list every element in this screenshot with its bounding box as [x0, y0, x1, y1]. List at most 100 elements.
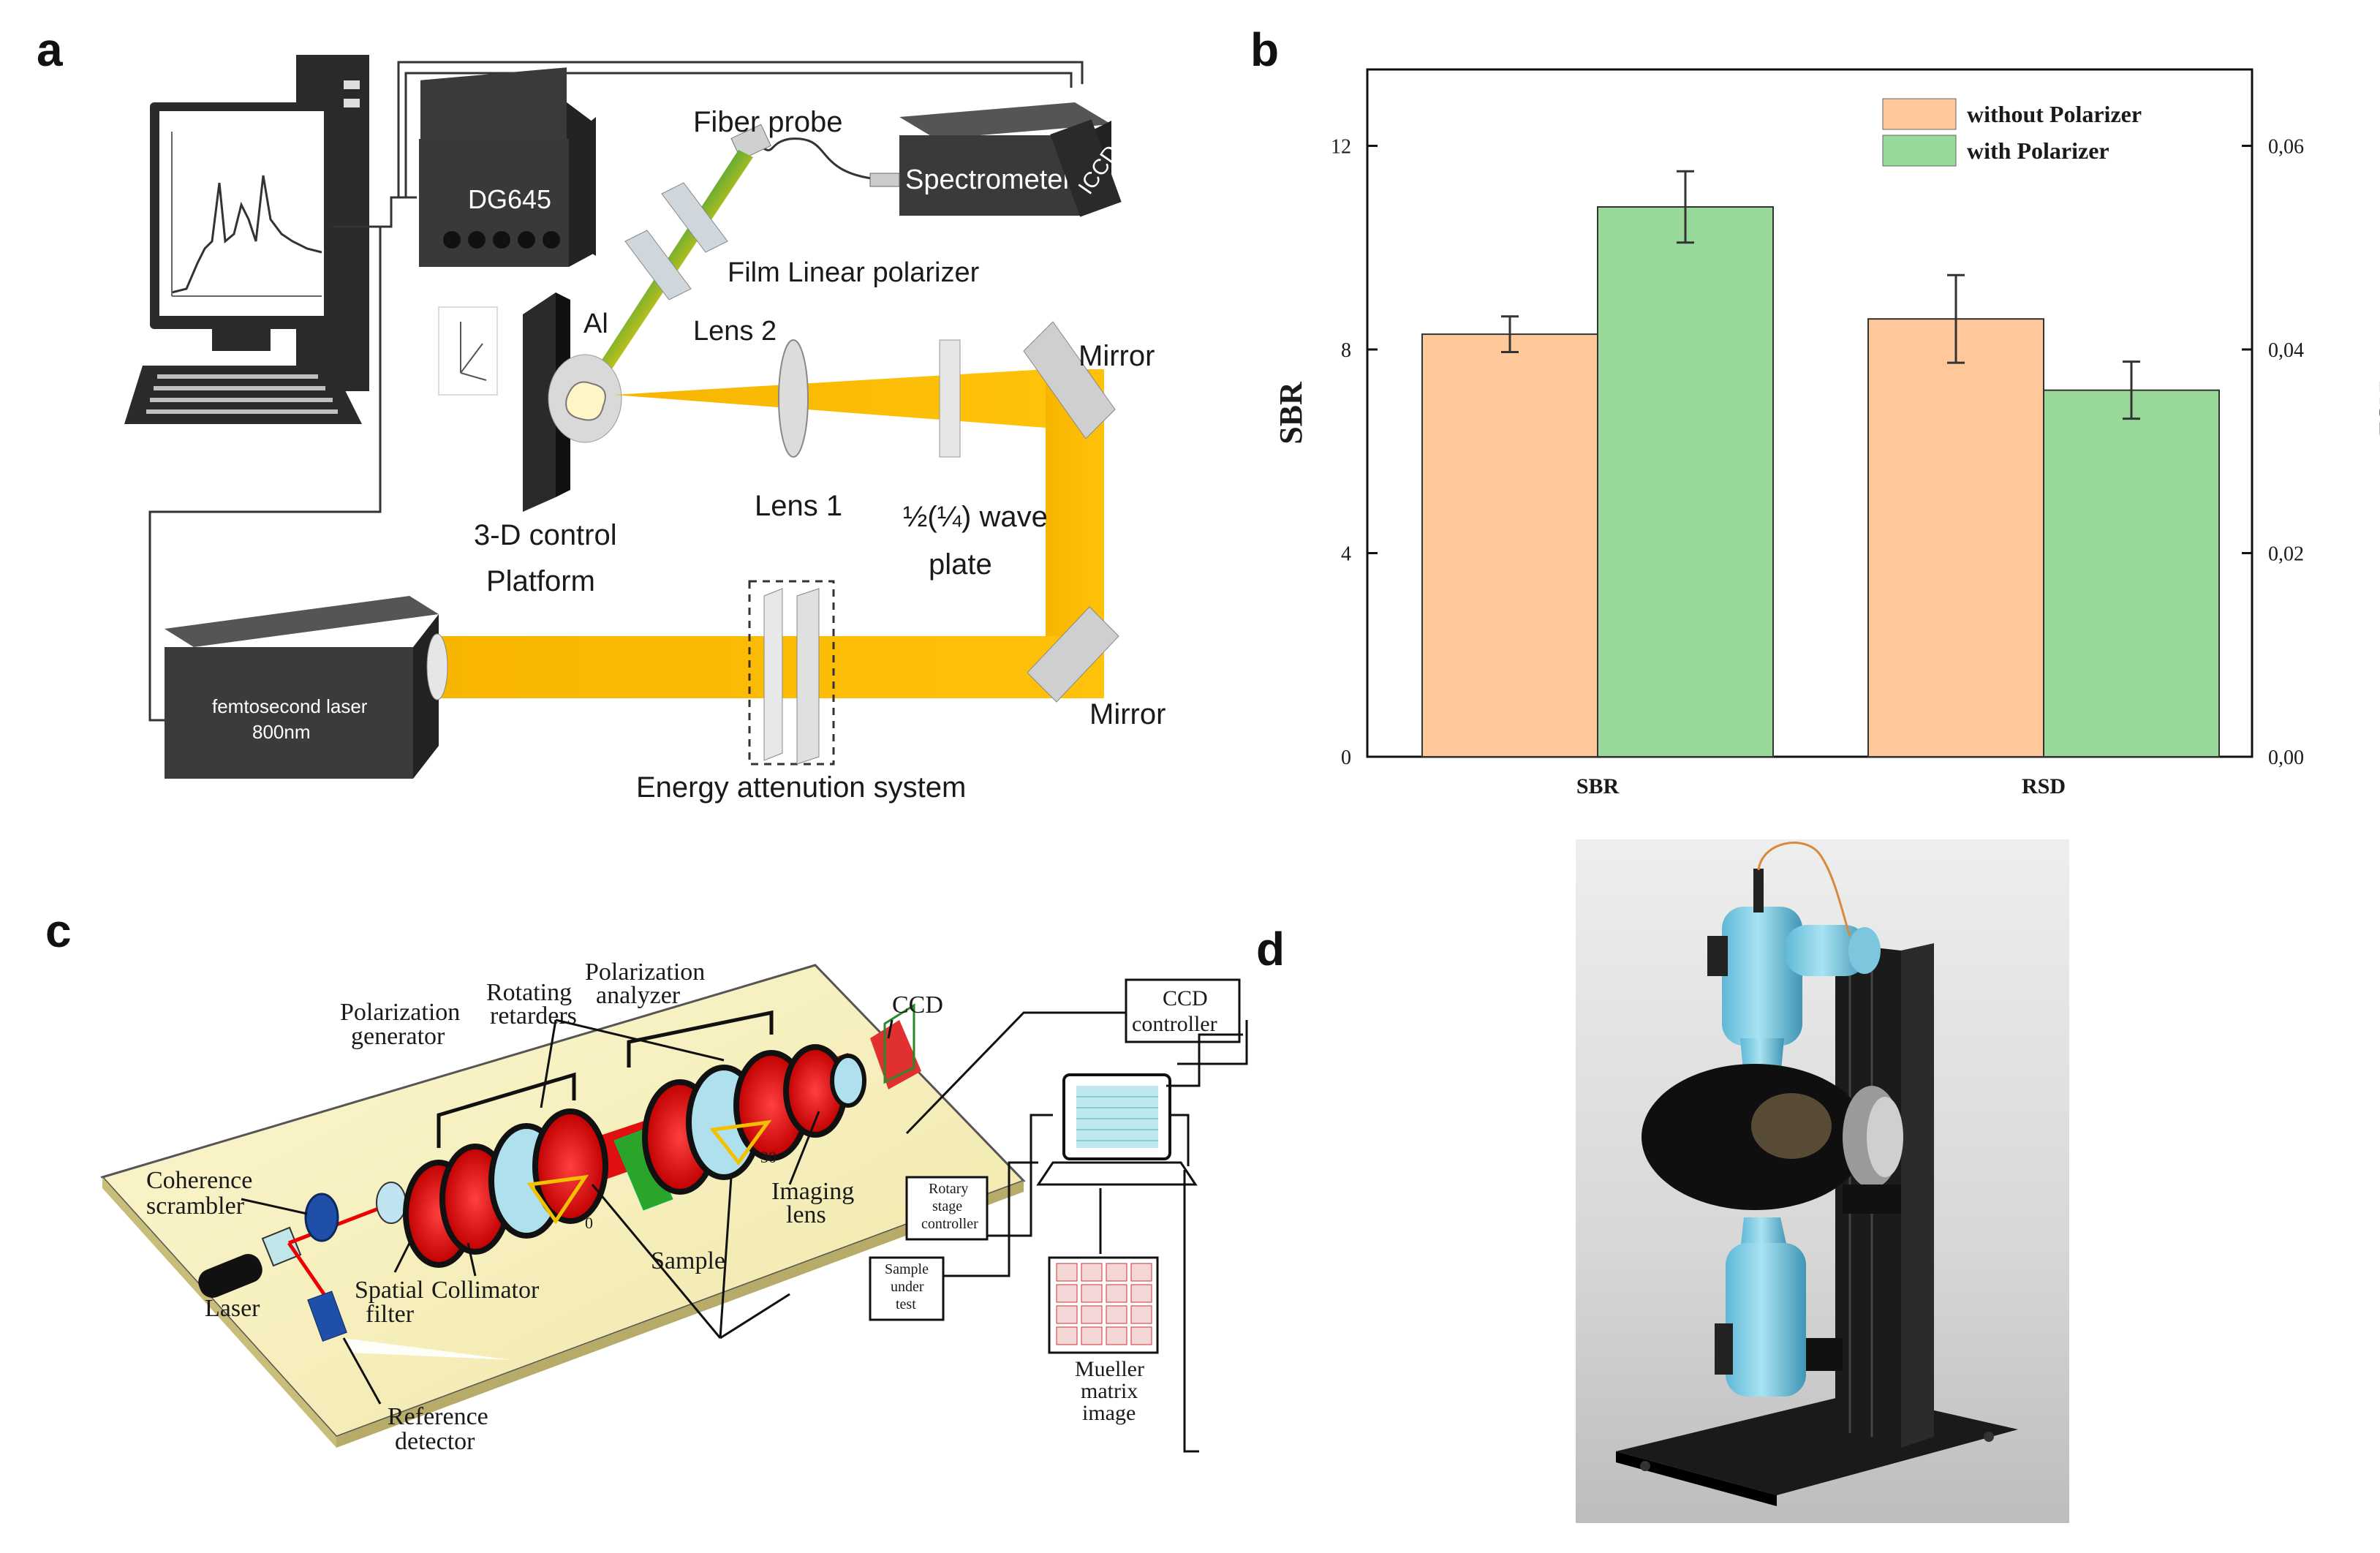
polarization-generator-label-1: Polarization	[340, 999, 460, 1026]
platform-label-1: 3-D control	[474, 519, 617, 551]
panel-a: a	[37, 23, 1166, 804]
panel-letter-a: a	[37, 23, 63, 76]
angle-0-label: 0	[585, 1214, 593, 1232]
laser-label: Laser	[205, 1295, 260, 1322]
sample-icon	[613, 1129, 673, 1211]
dg645-box: DG645	[419, 67, 596, 267]
y2-tick-label: 0,02	[2268, 543, 2304, 565]
reference-detector-icon	[307, 1291, 347, 1342]
connection-wires	[148, 61, 1084, 722]
coherence-scrambler-label-2: scrambler	[146, 1193, 245, 1220]
imaging-lens-label-2: lens	[786, 1201, 826, 1228]
panel-letter-c: c	[45, 904, 72, 957]
svg-text:controller: controller	[1132, 1012, 1217, 1036]
svg-text:image: image	[1082, 1401, 1136, 1425]
svg-text:CCD: CCD	[1163, 986, 1208, 1010]
ccd-controller-box: CCD controller	[1125, 978, 1241, 1043]
mueller-cell	[1106, 1284, 1127, 1303]
mueller-cell	[1056, 1326, 1078, 1345]
mueller-matrix-icon: Mueller matrix image	[1048, 1256, 1159, 1425]
laser-box: femtosecond laser 800nm	[165, 596, 448, 779]
y2-tick-label: 0,04	[2268, 339, 2304, 362]
sample-label: Sample	[651, 1247, 725, 1274]
spatial-filter-label-1: Spatial	[355, 1277, 423, 1304]
legend-label: without Polarizer	[1967, 101, 2142, 127]
mueller-cell	[1130, 1305, 1152, 1324]
mueller-cell	[1081, 1305, 1103, 1324]
mueller-cell	[1081, 1284, 1103, 1303]
dg645-label: DG645	[468, 184, 551, 214]
ccd-label: CCD	[892, 991, 943, 1019]
bar	[2043, 389, 2220, 758]
y-tick-label: 12	[1331, 135, 1351, 158]
reference-detector-label-1: Reference	[388, 1403, 488, 1430]
mueller-cell	[1056, 1305, 1078, 1324]
svg-text:stage: stage	[932, 1198, 962, 1214]
y2-axis-label: RSD	[2373, 381, 2380, 445]
mueller-cell	[1081, 1326, 1103, 1345]
axes-icon	[438, 306, 498, 396]
lens2-icon	[624, 230, 692, 301]
legend-swatch	[1882, 135, 1957, 167]
component-brackets	[437, 1010, 774, 1148]
energy-label: Energy attenution system	[636, 771, 966, 804]
mirror-top-icon	[1023, 321, 1116, 439]
spatial-filter-label-2: filter	[366, 1301, 415, 1328]
panel-letter-d: d	[1256, 923, 1285, 975]
mueller-cell	[1081, 1263, 1103, 1282]
laser-label-1: femtosecond laser	[212, 695, 368, 717]
y-tick-label: 8	[1341, 339, 1351, 362]
y-tick-label: 4	[1341, 543, 1351, 565]
legend-swatch	[1882, 98, 1957, 130]
bar	[1867, 318, 2044, 757]
fiber-probe-icon: Fiber probe	[693, 106, 900, 187]
svg-text:matrix: matrix	[1081, 1379, 1138, 1403]
mirror-top-label: Mirror	[1078, 340, 1155, 372]
polarization-analyzer-label-2: analyzer	[596, 982, 681, 1009]
rotating-retarders-label-2: retarders	[490, 1002, 577, 1029]
lens1-icon	[778, 339, 809, 458]
optical-train: 0 30	[403, 1044, 866, 1268]
bar	[1597, 206, 1774, 757]
instrument-photo	[1576, 839, 2069, 1523]
lens1-label: Lens 1	[755, 490, 842, 522]
computer-icon	[124, 55, 369, 424]
y-axis-label: SBR	[1273, 381, 1309, 445]
mueller-cell	[1130, 1326, 1152, 1345]
imaging-lens-label-1: Imaging	[771, 1178, 854, 1205]
x-tick-label: RSD	[2022, 774, 2066, 798]
rotating-retarders-label-1: Rotating	[486, 979, 572, 1006]
svg-text:test: test	[896, 1296, 916, 1312]
mueller-cell	[1106, 1263, 1127, 1282]
mueller-cell	[1106, 1326, 1127, 1345]
angle-30-label: 30	[760, 1148, 777, 1166]
laser-source-icon	[198, 1226, 302, 1298]
ccd-camera-icon	[870, 1003, 921, 1089]
y-tick-label: 0	[1341, 747, 1351, 769]
wave-plate-label-1: ½(¼) wave	[903, 501, 1048, 533]
platform-icon: Al	[523, 292, 622, 512]
panel-c: c	[45, 904, 1248, 1455]
y2-tick-label: 0,06	[2268, 135, 2304, 158]
spectrometer-box: Spectrometer ICCD	[899, 102, 1125, 217]
energy-attenuation-icon	[748, 580, 835, 766]
svg-text:Mueller: Mueller	[1075, 1357, 1144, 1381]
svg-text:Rotary: Rotary	[929, 1181, 968, 1197]
reference-detector-label-2: detector	[395, 1428, 475, 1455]
mueller-cell	[1130, 1284, 1152, 1303]
y2-tick-label: 0,00	[2268, 747, 2304, 769]
platform-label-2: Platform	[486, 565, 595, 597]
rotary-stage-controller-box: Rotary stage controller	[905, 1176, 989, 1241]
mueller-cell	[1056, 1263, 1078, 1282]
fiber-probe-label: Fiber probe	[693, 106, 843, 138]
mueller-cell	[1056, 1284, 1078, 1303]
coherence-scrambler-label-1: Coherence	[146, 1167, 252, 1194]
polarization-generator-label-2: generator	[351, 1023, 445, 1050]
svg-text:Sample: Sample	[885, 1261, 929, 1277]
svg-text:under: under	[891, 1279, 924, 1295]
x-tick-label: SBR	[1576, 774, 1620, 798]
sample-under-test-box: Sample under test	[869, 1256, 945, 1321]
